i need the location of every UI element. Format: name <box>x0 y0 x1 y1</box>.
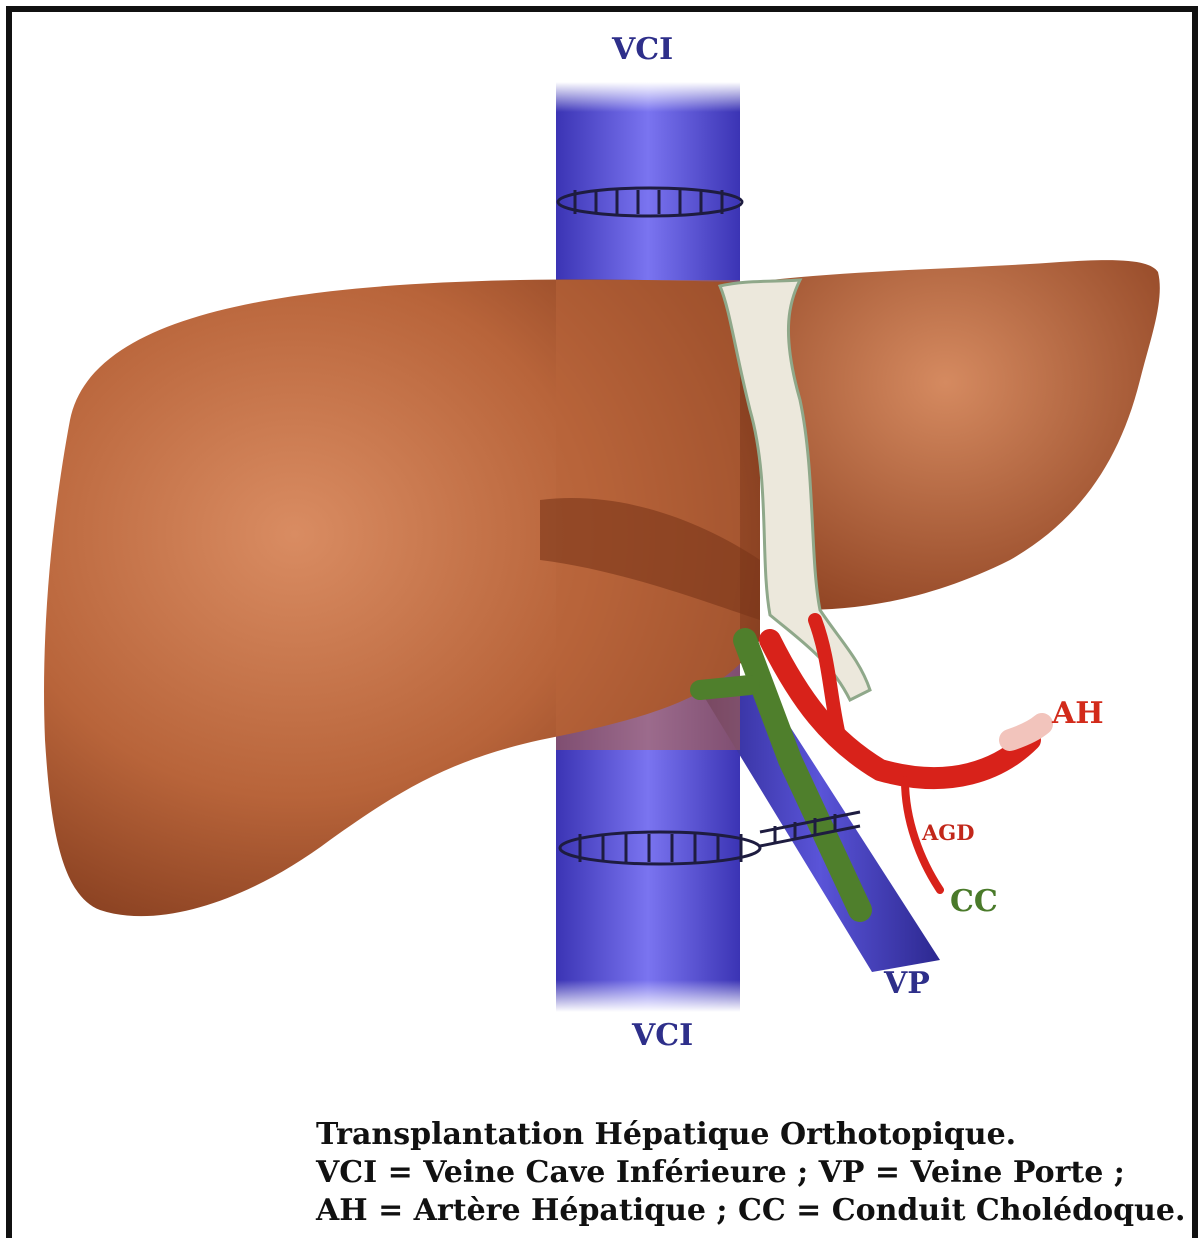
label-vci-top: VCI <box>612 32 673 67</box>
label-agd: AGD <box>922 820 974 845</box>
label-vci-bottom: VCI <box>632 1018 693 1053</box>
label-cc: CC <box>950 884 998 919</box>
caption-line-2: VCI = Veine Cave Inférieure ; VP = Veine… <box>316 1154 1185 1192</box>
figure-caption: Transplantation Hépatique Orthotopique. … <box>316 1116 1185 1230</box>
caption-line-1: Transplantation Hépatique Orthotopique. <box>316 1116 1185 1154</box>
caption-line-3: AH = Artère Hépatique ; CC = Conduit Cho… <box>316 1192 1185 1230</box>
label-ah: AH <box>1052 696 1104 731</box>
label-vp: VP <box>884 966 930 1001</box>
